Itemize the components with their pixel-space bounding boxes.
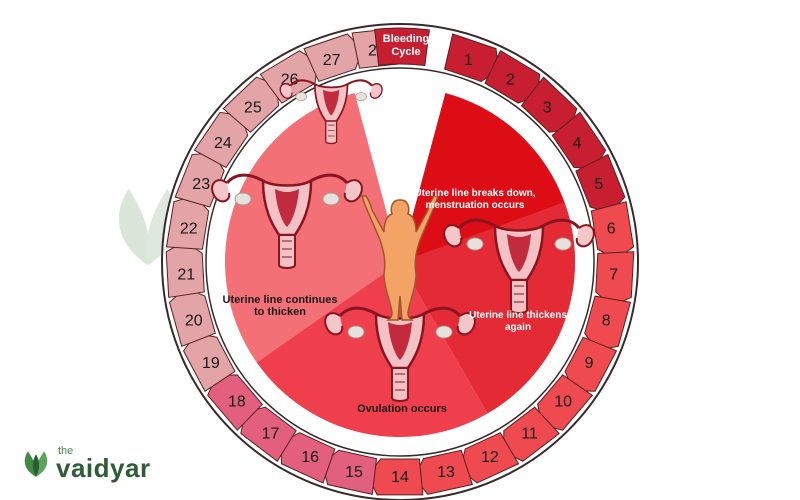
day-label: 21 <box>177 267 195 284</box>
bleeding-cycle-text: Cycle <box>391 46 420 58</box>
day-label: 9 <box>585 355 594 372</box>
day-label: 13 <box>437 464 455 481</box>
day-label: 2 <box>506 72 515 89</box>
leaf-logo-icon <box>24 451 48 477</box>
day-label: 5 <box>594 176 603 193</box>
wedge-ovulation <box>256 262 488 437</box>
logo-the: the <box>58 445 74 457</box>
bleeding-cycle-tab <box>374 27 430 67</box>
day-label: 15 <box>345 464 363 481</box>
day-label: 24 <box>214 135 232 152</box>
phase-labels: Uterine line breaks down,menstruation oc… <box>223 188 568 415</box>
day-label: 16 <box>301 449 319 466</box>
day-label: 8 <box>602 312 611 329</box>
day-label: 1 <box>464 52 473 69</box>
day-label: 18 <box>228 394 246 411</box>
female-figure-icon <box>361 195 439 321</box>
day-label: 4 <box>573 135 582 152</box>
day-label: 23 <box>192 176 210 193</box>
day-label: 7 <box>609 267 618 284</box>
day-label: 10 <box>554 394 572 411</box>
bleeding-cycle-text: Bleeding <box>383 33 429 45</box>
vaidyar-logo: the vaidyar <box>20 446 151 481</box>
day-label: 11 <box>521 425 538 442</box>
day-label: 27 <box>323 52 341 69</box>
day-label: 3 <box>543 100 552 117</box>
phase-label-ovulation: Ovulation occurs <box>357 403 447 415</box>
logo-word: vaidyar <box>56 453 151 483</box>
day-label: 17 <box>262 425 280 442</box>
day-label: 6 <box>607 220 616 237</box>
day-label: 14 <box>391 469 409 486</box>
day-label: 20 <box>185 312 203 329</box>
day-label: 12 <box>481 449 499 466</box>
day-label: 25 <box>244 100 262 117</box>
phase-label-menstruation: Uterine line breaks down,menstruation oc… <box>414 188 535 211</box>
wedge-luteal <box>225 92 400 363</box>
day-label: 19 <box>202 355 220 372</box>
day-label: 22 <box>180 220 198 237</box>
wedge-gap <box>354 87 446 262</box>
